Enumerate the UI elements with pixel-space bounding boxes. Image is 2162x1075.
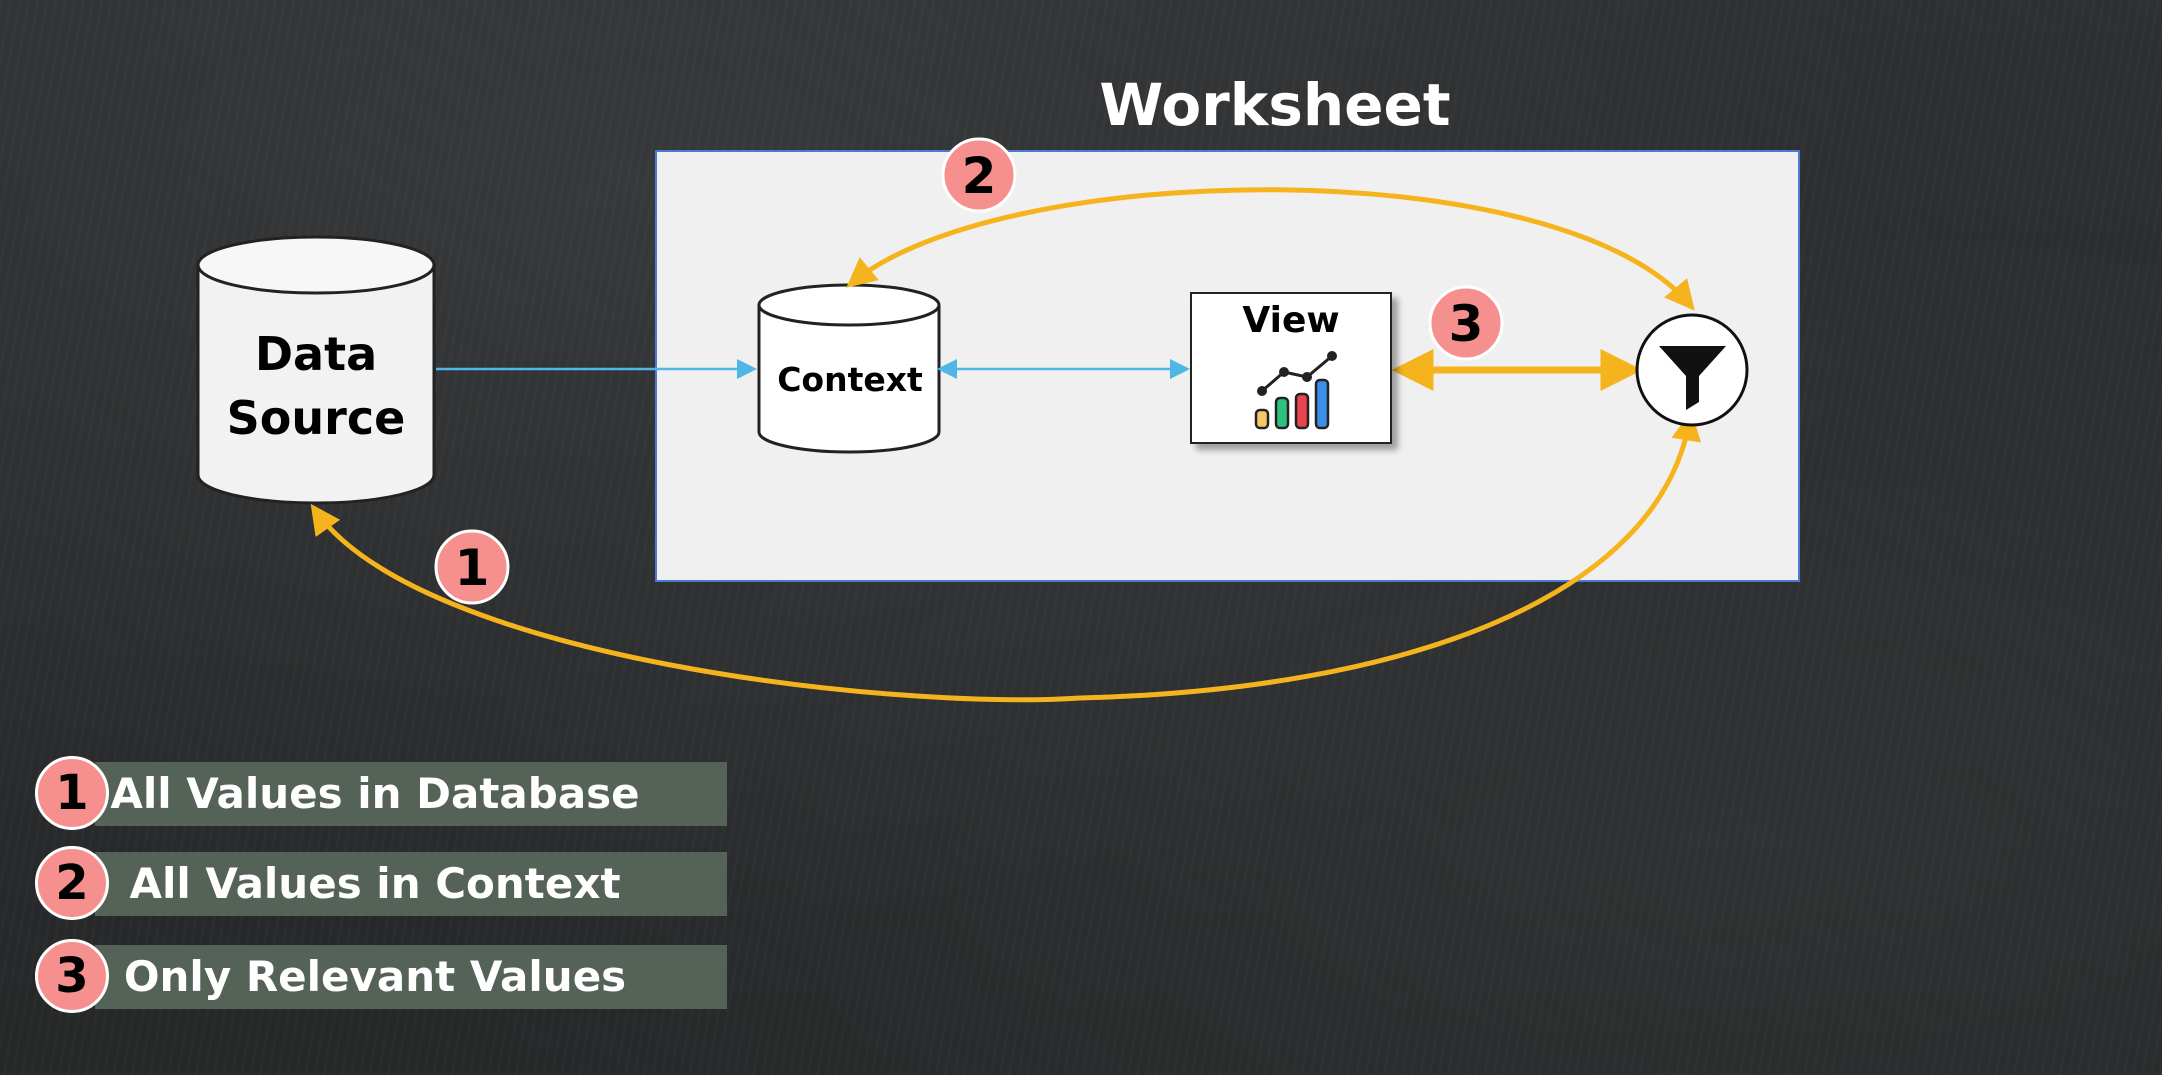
svg-text:3: 3	[1449, 295, 1484, 353]
badge-1: 1	[434, 529, 510, 605]
arc-arrow-context-filter	[846, 187, 1695, 311]
legend-label: Only Relevant Values	[123, 952, 627, 1001]
legend-bar	[95, 945, 727, 1009]
svg-text:2: 2	[962, 147, 997, 205]
legend-bar	[95, 852, 727, 916]
badge-2: 2	[941, 137, 1017, 213]
legend-row-2: All Values in Context 2	[35, 846, 727, 920]
arc-arrow-datasource-filter	[310, 410, 1702, 703]
view-label: View	[1242, 300, 1340, 341]
view-box: View	[1190, 292, 1392, 444]
legend-badge: 2	[35, 846, 109, 920]
legend-label: All Values in Context	[129, 859, 621, 908]
legend-bar	[95, 762, 727, 826]
svg-text:1: 1	[455, 539, 490, 597]
bar-line-chart-icon	[1254, 351, 1337, 430]
filter-funnel-icon	[1635, 313, 1749, 427]
legend-badge: 1	[35, 756, 109, 830]
data-source-label: Data Source	[226, 327, 406, 445]
legend-row-1: All Values in Database 1	[35, 756, 727, 830]
legend-label: All Values in Database	[110, 769, 640, 818]
context-label: Context	[777, 360, 923, 399]
legend-badge: 3	[35, 939, 109, 1013]
worksheet-title: Worksheet	[1099, 71, 1451, 139]
badge-3: 3	[1428, 285, 1504, 361]
legend-row-3: Only Relevant Values 3	[35, 939, 727, 1013]
